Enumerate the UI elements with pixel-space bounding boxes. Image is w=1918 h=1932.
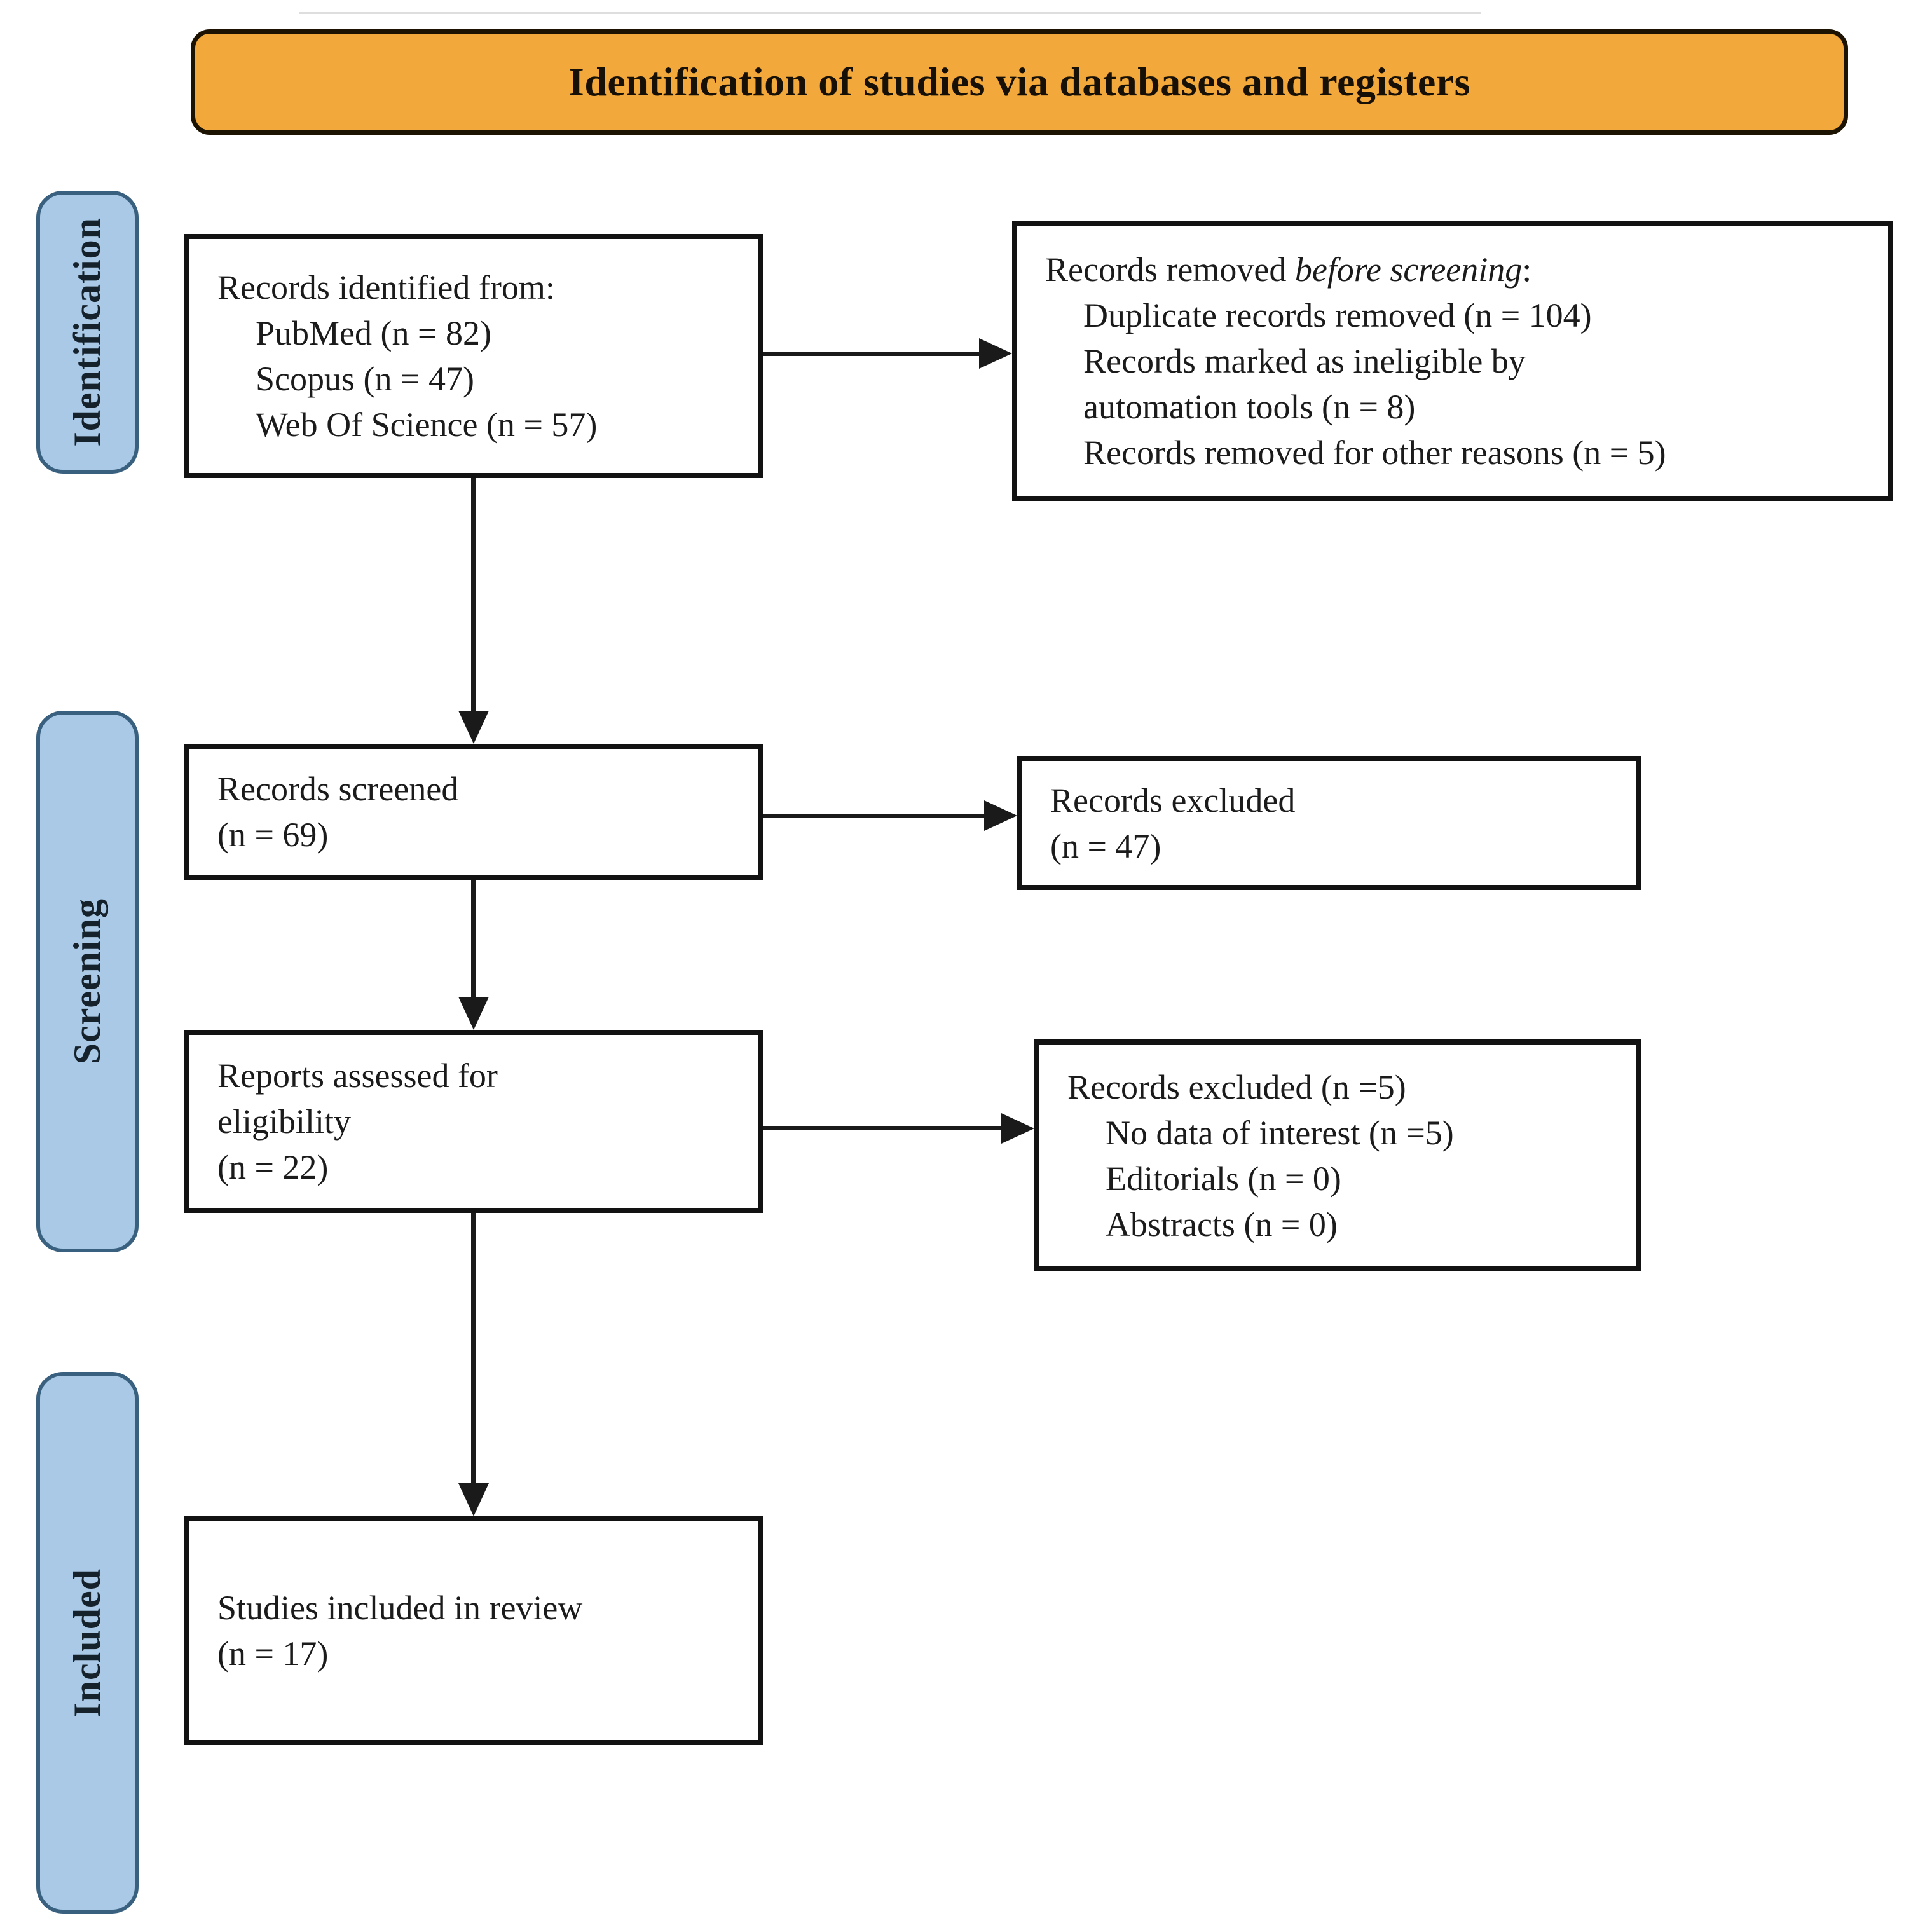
arrowhead-down-icon — [458, 1483, 489, 1516]
box-line: Records marked as ineligible by — [1083, 341, 1526, 380]
box-line: automation tools (n = 8) — [1083, 387, 1416, 426]
box-records-identified: Records identified from: PubMed (n = 82)… — [184, 234, 763, 478]
arrowhead-right-icon — [984, 800, 1017, 831]
stage-label-screening: Screening — [36, 711, 139, 1252]
box-heading: Records removed before screening: — [1045, 250, 1532, 289]
top-crop-artifact-line — [299, 12, 1481, 14]
box-records-removed-before-screening: Records removed before screening: Duplic… — [1012, 221, 1893, 501]
stage-label-included: Included — [36, 1372, 139, 1914]
box-line: (n = 47) — [1050, 826, 1161, 865]
stage-label-text: Identification — [66, 217, 108, 447]
box-line: Records excluded — [1050, 781, 1296, 819]
box-heading: Records identified from: — [217, 268, 555, 306]
flow-arrow-screened-to-assessed — [471, 880, 476, 998]
box-records-excluded-reports: Records excluded (n =5) No data of inter… — [1034, 1039, 1641, 1271]
box-records-screened: Records screened (n = 69) — [184, 744, 763, 880]
box-line: Scopus (n = 47) — [256, 360, 474, 398]
arrowhead-down-icon — [458, 711, 489, 744]
arrowhead-down-icon — [458, 997, 489, 1030]
box-line: Records removed for other reasons (n = 5… — [1083, 433, 1666, 472]
italic-phrase: before screening — [1294, 250, 1523, 289]
flow-arrow-assessed-to-included — [471, 1213, 476, 1484]
box-line: eligibility — [217, 1102, 351, 1141]
flow-arrow-assessed-to-excluded-reports — [763, 1126, 1003, 1130]
box-line: Editorials (n = 0) — [1106, 1159, 1341, 1198]
box-heading: Records excluded (n =5) — [1067, 1067, 1406, 1106]
box-line: (n = 17) — [217, 1634, 329, 1673]
box-line: Records screened — [217, 770, 459, 808]
stage-label-text: Screening — [66, 898, 108, 1065]
stage-label-text: Included — [66, 1568, 108, 1718]
box-line: Studies included in review — [217, 1589, 583, 1627]
box-line: Web Of Science (n = 57) — [256, 406, 598, 444]
banner: Identification of studies via databases … — [191, 29, 1848, 135]
stage-label-identification: Identification — [36, 191, 139, 474]
box-records-excluded: Records excluded (n = 47) — [1017, 756, 1641, 890]
box-line: Abstracts (n = 0) — [1106, 1205, 1338, 1243]
banner-title: Identification of studies via databases … — [568, 59, 1471, 104]
flow-arrow-identified-to-screened — [471, 478, 476, 713]
box-reports-assessed: Reports assessed for eligibility (n = 22… — [184, 1030, 763, 1213]
box-line: (n = 22) — [217, 1148, 329, 1186]
box-line: (n = 69) — [217, 816, 329, 854]
flow-arrow-screened-to-excluded — [763, 814, 985, 818]
box-line: No data of interest (n =5) — [1106, 1113, 1454, 1152]
box-line: PubMed (n = 82) — [256, 314, 491, 352]
box-line: Duplicate records removed (n = 104) — [1083, 296, 1592, 334]
arrowhead-right-icon — [1001, 1113, 1034, 1144]
flow-arrow-identified-to-removed — [763, 352, 980, 356]
box-line: Reports assessed for — [217, 1057, 498, 1095]
arrowhead-right-icon — [979, 338, 1012, 369]
box-studies-included: Studies included in review (n = 17) — [184, 1516, 763, 1745]
